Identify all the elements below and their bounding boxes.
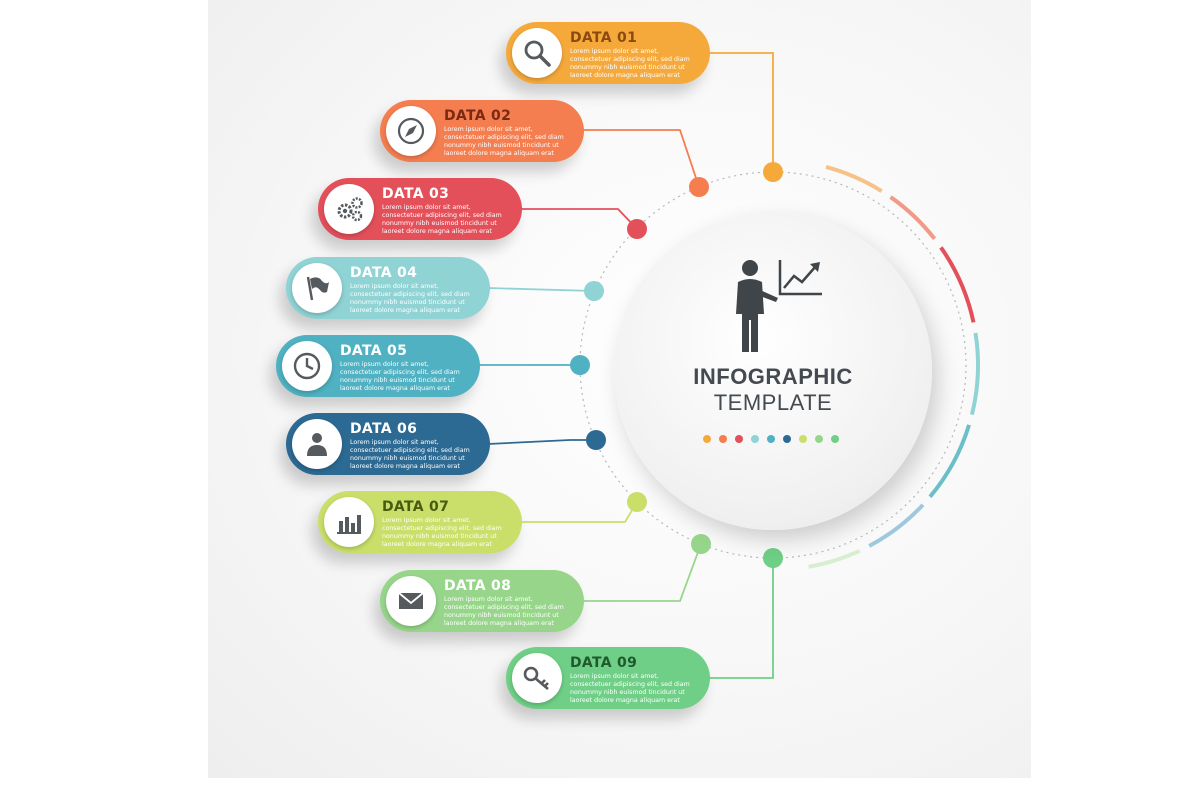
arc-segment	[808, 548, 861, 569]
palette-dot	[767, 435, 775, 443]
data-item-6: DATA 06 Lorem ipsum dolor sit amet, conse…	[286, 413, 490, 475]
connector-line	[487, 287, 595, 292]
data-item-title: DATA 05	[340, 343, 408, 359]
data-item-1: DATA 01 Lorem ipsum dolor sit amet, conse…	[506, 22, 710, 84]
data-item-description: Lorem ipsum dolor sit amet, consectetuer…	[350, 283, 470, 314]
palette-dot	[751, 435, 759, 443]
data-item-title: DATA 04	[350, 265, 418, 281]
clock-icon	[293, 352, 321, 380]
user-icon	[307, 433, 327, 456]
outer-color-arc	[808, 165, 980, 569]
arc-segment	[969, 332, 980, 416]
arc-segment	[868, 503, 925, 548]
data-item-description: Lorem ipsum dolor sit amet, consectetuer…	[444, 596, 564, 627]
data-item-title: DATA 06	[350, 421, 418, 437]
connector-dot	[689, 177, 709, 197]
connector-dot	[570, 355, 590, 375]
arc-segment	[889, 195, 937, 241]
icon-badge	[292, 419, 342, 469]
connector-line	[708, 558, 774, 679]
icon-badge	[324, 184, 374, 234]
presenter-chart-icon	[736, 260, 822, 352]
palette-dot	[831, 435, 839, 443]
compass-icon	[397, 117, 425, 145]
icon-badge	[512, 653, 562, 703]
data-item-title: DATA 08	[444, 578, 512, 594]
icon-badge	[324, 497, 374, 547]
data-item-description: Lorem ipsum dolor sit amet, consectetuer…	[382, 517, 502, 548]
palette-dot	[719, 435, 727, 443]
palette-dots	[703, 435, 839, 443]
data-item-8: DATA 08 Lorem ipsum dolor sit amet, conse…	[380, 570, 584, 632]
connector-line	[582, 543, 702, 602]
connector-dot	[627, 219, 647, 239]
palette-dot	[783, 435, 791, 443]
data-item-4: DATA 04 Lorem ipsum dolor sit amet, conse…	[286, 257, 490, 319]
search-icon	[524, 40, 551, 67]
connector-dot	[691, 534, 711, 554]
envelope-icon	[398, 592, 424, 609]
data-item-description: Lorem ipsum dolor sit amet, consectetuer…	[350, 439, 470, 470]
arc-segment	[928, 424, 971, 499]
data-item-title: DATA 07	[382, 499, 450, 515]
connector-line	[582, 129, 700, 188]
arc-segment	[825, 165, 883, 193]
data-item-description: Lorem ipsum dolor sit amet, consectetuer…	[382, 204, 502, 235]
icon-badge	[512, 28, 562, 78]
connector-dot	[584, 281, 604, 301]
data-item-2: DATA 02 Lorem ipsum dolor sit amet, conse…	[380, 100, 584, 162]
data-item-description: Lorem ipsum dolor sit amet, consectetuer…	[570, 48, 690, 79]
icon-badge	[282, 341, 332, 391]
connector-dot	[763, 548, 783, 568]
data-item-5: DATA 05 Lorem ipsum dolor sit amet, conse…	[276, 335, 480, 397]
data-item-9: DATA 09 Lorem ipsum dolor sit amet, conse…	[506, 647, 710, 709]
bar-chart-icon	[337, 515, 361, 534]
data-item-7: DATA 07 Lorem ipsum dolor sit amet, conse…	[318, 491, 522, 553]
connector-line	[520, 501, 638, 523]
center-circle: INFOGRAPHIC TEMPLATE	[614, 212, 932, 530]
key-icon	[523, 666, 549, 690]
connector-line	[487, 439, 596, 445]
gears-icon	[337, 197, 363, 222]
data-item-title: DATA 02	[444, 108, 512, 124]
palette-dot	[815, 435, 823, 443]
center-title: INFOGRAPHIC	[693, 364, 853, 389]
flag-icon	[306, 276, 329, 301]
connector-line	[520, 208, 638, 230]
data-item-title: DATA 03	[382, 186, 450, 202]
palette-dot	[799, 435, 807, 443]
connector-dot	[586, 430, 606, 450]
connector-dot	[627, 492, 647, 512]
data-item-3: DATA 03 Lorem ipsum dolor sit amet, conse…	[318, 178, 522, 240]
icon-badge	[386, 576, 436, 626]
icon-badge	[386, 106, 436, 156]
data-item-title: DATA 09	[570, 655, 638, 671]
data-item-description: Lorem ipsum dolor sit amet, consectetuer…	[340, 361, 460, 392]
connector-dots	[570, 162, 783, 568]
data-item-description: Lorem ipsum dolor sit amet, consectetuer…	[444, 126, 564, 157]
data-item-description: Lorem ipsum dolor sit amet, consectetuer…	[570, 673, 690, 704]
center-subtitle: TEMPLATE	[713, 390, 833, 415]
connector-dot	[763, 162, 783, 182]
palette-dot	[703, 435, 711, 443]
icon-badge	[292, 263, 342, 313]
connector-line	[708, 52, 774, 172]
data-item-title: DATA 01	[570, 30, 638, 46]
palette-dot	[735, 435, 743, 443]
arc-segment	[939, 246, 976, 323]
